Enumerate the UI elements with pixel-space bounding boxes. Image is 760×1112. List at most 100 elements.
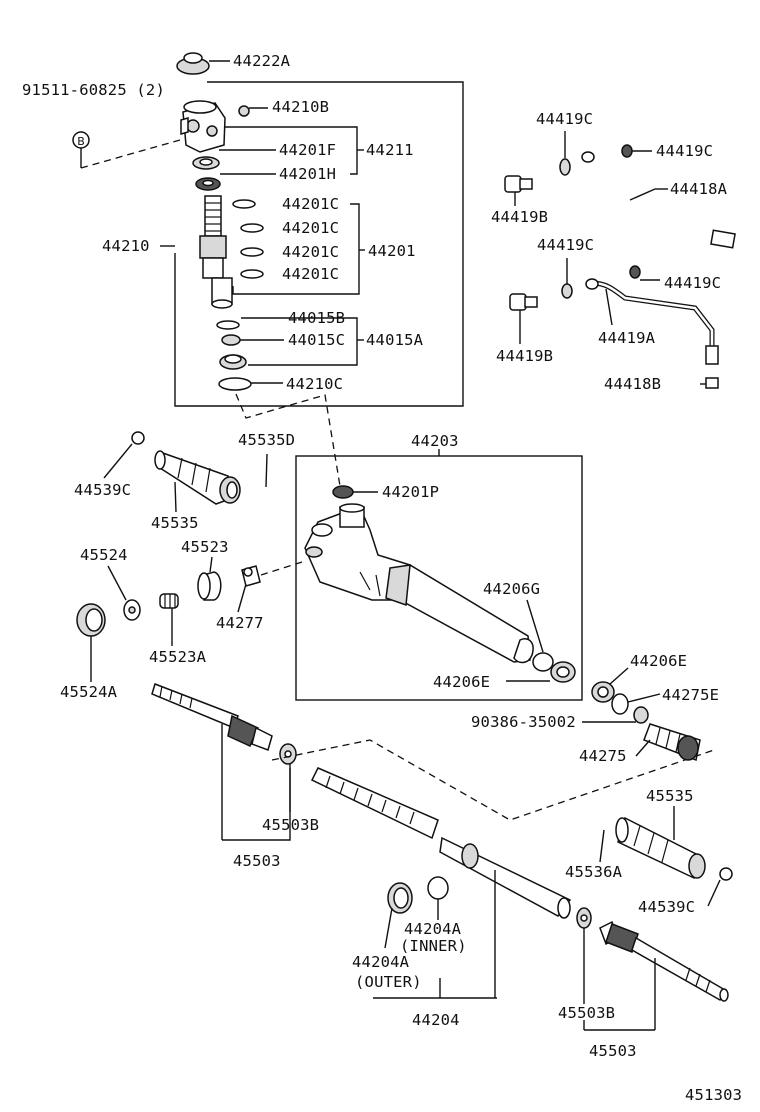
bracket-44015A: [241, 317, 358, 366]
clip-44539C-1: [103, 431, 145, 479]
seal-44015C: [221, 334, 241, 346]
dashed-rack-to-boot: [271, 739, 715, 821]
label-45535-right: 45535: [646, 787, 694, 805]
label-44211: 44211: [366, 141, 414, 159]
label-45503B-right: 45503B: [558, 1004, 615, 1022]
lock-nut-45524A: [76, 603, 106, 682]
label-44210B: 44210B: [272, 98, 329, 116]
seal-44201P: [332, 485, 378, 499]
seal-44204A-outer: [384, 882, 413, 949]
bushing-44206E-2: [591, 667, 629, 703]
fitting-44277: [237, 565, 261, 613]
bushing-44206E-1: [506, 661, 576, 683]
washer-45503B-left: [279, 743, 297, 812]
boot-45535-left: [154, 450, 241, 513]
label-44275E: 44275E: [662, 686, 719, 704]
gasket-44419C-1: [559, 131, 571, 176]
clip-44539C-2: [707, 867, 733, 907]
label-44539C-right: 44539C: [638, 898, 695, 916]
tube-44418A: [581, 151, 736, 249]
label-45535-left: 45535: [151, 514, 199, 532]
tube-44419A: [585, 278, 719, 365]
cylinder-tube-44204: [373, 870, 497, 999]
label-44201H: 44201H: [279, 165, 336, 183]
label-44206G: 44206G: [483, 580, 540, 598]
label-44419A: 44419A: [598, 329, 656, 347]
label-45523A: 45523A: [149, 648, 207, 666]
clamp-45535D: [248, 453, 280, 525]
label-44419C-1: 44419C: [536, 110, 593, 128]
tie-rod-end-right: [583, 920, 729, 1031]
label-44210: 44210: [102, 237, 150, 255]
label-90386-35002: 90386-35002: [471, 713, 576, 731]
label-44222A: 44222A: [233, 52, 291, 70]
label-44419C-3: 44419C: [537, 236, 594, 254]
boot-45535-right: [615, 806, 706, 880]
label-44277: 44277: [216, 614, 264, 632]
seal-rings-44201C: [232, 199, 264, 279]
label-44201C-4: 44201C: [282, 265, 339, 283]
bolt-b-symbol: [72, 131, 181, 169]
label-44418B: 44418B: [604, 375, 661, 393]
label-44203: 44203: [411, 432, 459, 450]
label-44419C-2: 44419C: [656, 142, 713, 160]
washer-45503B-right: [576, 907, 592, 1004]
seal-44015B: [216, 320, 240, 330]
seal-44201H: [195, 173, 276, 191]
rack-guide-45523: [197, 556, 222, 601]
label-44206E-2: 44206E: [630, 652, 687, 670]
clamp-45536A: [587, 792, 615, 863]
oring-44275E: [611, 693, 661, 715]
gasket-44419C-3: [561, 258, 573, 299]
boot-44275: [635, 723, 701, 762]
label-44419B-1: 44419B: [491, 208, 548, 226]
cover-45524: [107, 565, 141, 621]
label-figure-ref: 451303: [685, 1086, 742, 1104]
bolt-44210B: [238, 105, 268, 117]
label-outer: (OUTER): [355, 973, 422, 991]
grommet-90386: [582, 706, 649, 724]
label-44204A-outer: 44204A: [352, 953, 410, 971]
label-91511-60825: 91511-60825 (2): [22, 81, 165, 99]
union-bolt-44419B-1: [504, 175, 533, 206]
label-45535D: 45535D: [238, 431, 295, 449]
label-44201C-2: 44201C: [282, 219, 339, 237]
label-44015C: 44015C: [288, 331, 345, 349]
label-45524: 45524: [80, 546, 128, 564]
seal-44204A-inner: [427, 876, 449, 920]
label-44201F: 44201F: [279, 141, 336, 159]
label-44418A: 44418A: [670, 180, 728, 198]
label-45503B-left: 45503B: [262, 816, 319, 834]
label-44539C-left: 44539C: [74, 481, 131, 499]
label-44201C-3: 44201C: [282, 243, 339, 261]
valve-shaft: [199, 195, 233, 309]
label-inner: (INNER): [400, 937, 467, 955]
label-45524A: 45524A: [60, 683, 118, 701]
tie-rod-end-left: [151, 683, 291, 841]
label-44201P: 44201P: [382, 483, 439, 501]
label-bolt-b: B: [77, 135, 85, 148]
label-44206E-1: 44206E: [433, 673, 490, 691]
label-44201: 44201: [368, 242, 416, 260]
seal-44201F: [192, 149, 276, 170]
label-44204A-inner: 44204A: [404, 920, 462, 938]
label-44419B-2: 44419B: [496, 347, 553, 365]
dashed-housing-to-44277: [257, 561, 303, 577]
seal-44206G: [526, 599, 554, 672]
bracket-44201: [232, 203, 360, 295]
label-44015B: 44015B: [288, 309, 345, 327]
valve-group-box: [174, 81, 464, 407]
gasket-44419C-4: [629, 265, 660, 281]
gear-housing: [304, 503, 534, 664]
label-45536A: 45536A: [565, 863, 623, 881]
label-45503-left: 45503: [233, 852, 281, 870]
label-45523: 45523: [181, 538, 229, 556]
label-44210C: 44210C: [286, 375, 343, 393]
label-44015A: 44015A: [366, 331, 424, 349]
label-45503-right: 45503: [589, 1042, 637, 1060]
valve-housing: [180, 100, 226, 153]
dust-cover-44222A: [176, 52, 230, 75]
rack-bar: [310, 767, 572, 919]
nut-44418B: [700, 377, 719, 389]
